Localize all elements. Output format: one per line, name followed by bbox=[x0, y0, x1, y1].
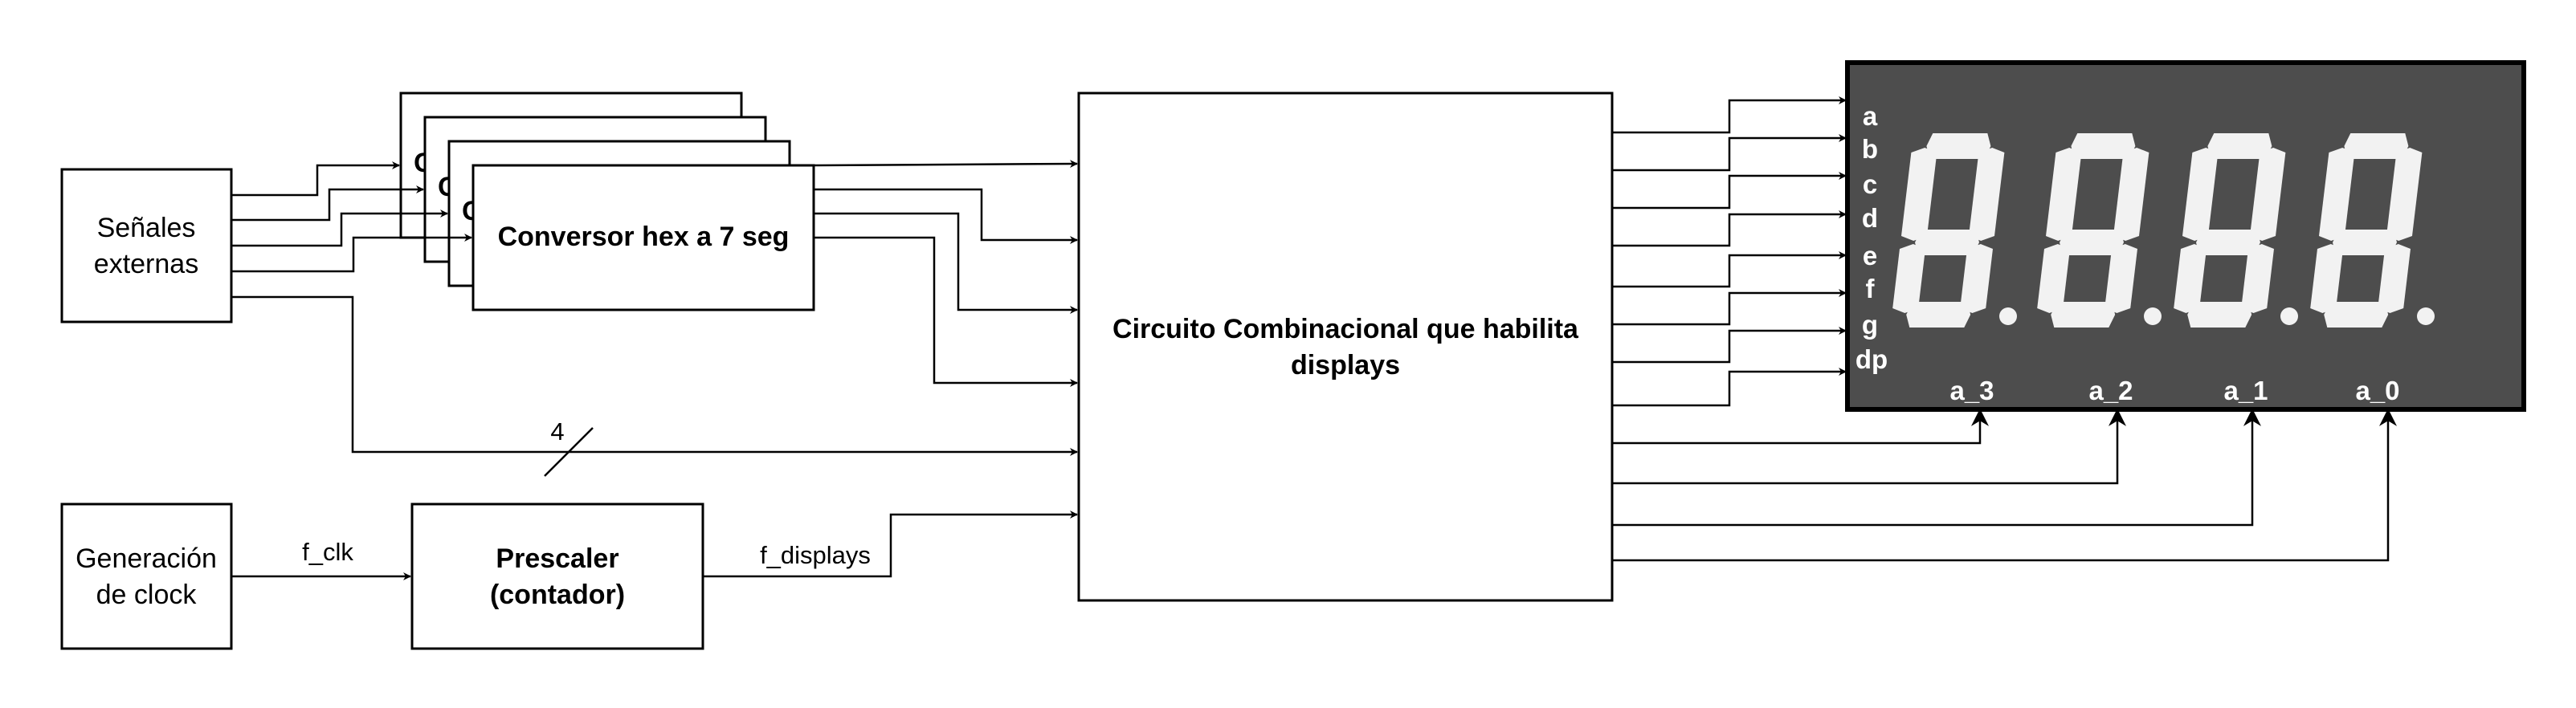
prescaler-label-line1: Prescaler bbox=[496, 543, 618, 574]
segment-label-g: g bbox=[1862, 310, 1878, 340]
segment-g bbox=[2333, 230, 2397, 255]
segment-c bbox=[1960, 244, 1993, 313]
converter-stack: C C C Conversor hex a 7 seg bbox=[399, 92, 815, 311]
segment-c bbox=[2378, 244, 2411, 313]
external-signals-label-line1: Señales bbox=[97, 213, 196, 243]
clock-wires: f_clk f_displays bbox=[231, 511, 1078, 580]
segment-a bbox=[2344, 133, 2409, 159]
clock-generator-label-line2: de clock bbox=[96, 580, 198, 610]
segment-b bbox=[2113, 148, 2149, 241]
segment-a bbox=[2071, 133, 2136, 159]
segment-b bbox=[2386, 148, 2423, 241]
segment-dp bbox=[2417, 307, 2435, 325]
segment-d bbox=[2051, 302, 2116, 328]
segment-f bbox=[2182, 148, 2219, 241]
clock-generator-block: Generación de clock bbox=[60, 503, 233, 650]
anode-label-a3: a_3 bbox=[1949, 376, 1994, 405]
segment-wires bbox=[1612, 96, 1847, 407]
bus-width-label: 4 bbox=[550, 417, 564, 446]
f-displays-label: f_displays bbox=[760, 541, 871, 569]
external-signals-label-line2: externas bbox=[94, 249, 198, 279]
anode-label-a2: a_2 bbox=[2088, 376, 2133, 405]
f-clk-label: f_clk bbox=[302, 538, 353, 566]
digit-a1 bbox=[2174, 133, 2298, 328]
combinational-label-line2: displays bbox=[1291, 350, 1400, 380]
segment-c bbox=[2104, 244, 2137, 313]
segment-label-a: a bbox=[1863, 101, 1878, 131]
segment-f bbox=[2319, 148, 2355, 241]
anode-wires bbox=[1612, 408, 2397, 562]
segment-dp bbox=[1999, 307, 2017, 325]
segment-label-d: d bbox=[1862, 203, 1878, 233]
segment-e bbox=[2310, 244, 2343, 313]
external-to-converter-wires bbox=[231, 161, 472, 273]
digit-a0 bbox=[2310, 133, 2435, 328]
combinational-label-line1: Circuito Combinacional que habilita bbox=[1112, 314, 1579, 344]
anode-label-a1: a_1 bbox=[2223, 376, 2268, 405]
segment-g bbox=[2196, 230, 2260, 255]
select-bus: 4 bbox=[231, 295, 1078, 477]
segment-f bbox=[1901, 148, 1937, 241]
segment-e bbox=[2174, 244, 2207, 313]
segment-label-f: f bbox=[1866, 274, 1876, 303]
segment-d bbox=[2187, 302, 2252, 328]
segment-dp bbox=[2144, 307, 2162, 325]
digit-a2 bbox=[2037, 133, 2162, 328]
segment-label-dp: dp bbox=[1855, 344, 1888, 374]
converter-label: Conversor hex a 7 seg bbox=[498, 222, 790, 252]
converter-to-combinational-wires bbox=[813, 160, 1078, 387]
anode-label-a0: a_0 bbox=[2355, 376, 2399, 405]
seven-segment-display: a b c d e f g dp a_3 a_2 a_1 a_0 bbox=[1845, 60, 2526, 412]
segment-label-e: e bbox=[1863, 241, 1877, 271]
segment-c bbox=[2241, 244, 2274, 313]
segment-d bbox=[2324, 302, 2389, 328]
segment-g bbox=[2060, 230, 2124, 255]
segment-a bbox=[1926, 133, 1991, 159]
digit-a3 bbox=[1892, 133, 2017, 328]
segment-b bbox=[1969, 148, 2005, 241]
prescaler-block: Prescaler (contador) bbox=[410, 503, 704, 650]
segment-d bbox=[1906, 302, 1971, 328]
segment-e bbox=[1892, 244, 1925, 313]
external-signals-block: Señales externas bbox=[60, 168, 233, 323]
prescaler-label-line2: (contador) bbox=[490, 580, 625, 610]
segment-label-c: c bbox=[1863, 169, 1877, 199]
segment-dp bbox=[2280, 307, 2298, 325]
segment-a bbox=[2207, 133, 2272, 159]
combinational-circuit-block: Circuito Combinacional que habilita disp… bbox=[1077, 92, 1614, 602]
clock-generator-label-line1: Generación bbox=[76, 543, 217, 574]
segment-f bbox=[2046, 148, 2082, 241]
segment-g bbox=[1915, 230, 1979, 255]
segment-b bbox=[2250, 148, 2286, 241]
segment-label-b: b bbox=[1862, 134, 1878, 164]
segment-e bbox=[2037, 244, 2070, 313]
